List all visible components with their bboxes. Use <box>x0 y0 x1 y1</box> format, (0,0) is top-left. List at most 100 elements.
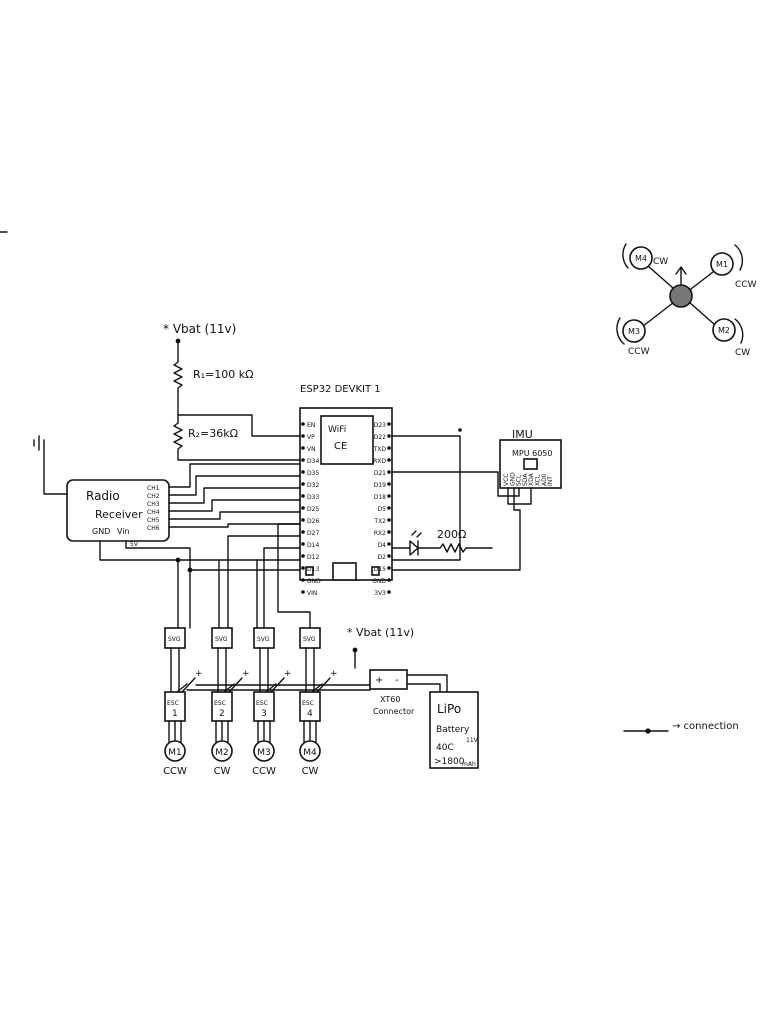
esc-number: 4 <box>307 709 313 719</box>
esp32-pin-label: D4 <box>378 542 387 549</box>
esc-signal-label: SVG <box>303 636 316 643</box>
motor-2 <box>211 740 233 762</box>
ch3-wire <box>168 487 301 504</box>
esp32-pin-label: D15 <box>374 566 386 573</box>
esp32-pin-d2 <box>387 554 391 558</box>
esp32-pin-d13 <box>301 566 305 570</box>
esp32-pin-d26 <box>301 518 305 522</box>
quad-motor-direction: CCW <box>628 347 650 357</box>
esp32-pin-label: D13 <box>307 566 319 573</box>
esc-number: 2 <box>219 709 225 719</box>
esp32-pin-d32 <box>301 482 305 486</box>
esp32-pin-label: GND <box>372 578 386 585</box>
motor-direction: CCW <box>163 766 187 777</box>
ch1-wire <box>168 463 301 488</box>
led-light-icon <box>411 530 422 538</box>
esp32-pin-d34 <box>301 458 305 462</box>
xt60-minus: - <box>395 675 399 686</box>
esp32-pin-d23 <box>387 422 391 426</box>
imu-pin-label: XDA <box>528 472 535 486</box>
vbat-top-label: * Vbat (11v) <box>163 322 236 336</box>
quad-motor-direction: CW <box>653 257 668 267</box>
esc-plus-sign: + <box>284 669 292 679</box>
quad-motor-label: M1 <box>716 260 728 269</box>
imu-title: IMU <box>512 428 533 441</box>
esc-label: ESC <box>167 700 179 707</box>
quad-motor-direction: CCW <box>735 280 757 290</box>
radio-channel-label: CH3 <box>147 501 160 508</box>
quad-center-body <box>669 284 693 308</box>
esp32-pin-label: GND <box>307 578 321 585</box>
rotation-arrow-icon <box>734 244 744 271</box>
esp32-pin-label: VN <box>307 446 316 453</box>
ch2-wire <box>168 475 301 496</box>
esp32-pin-label: D23 <box>374 422 386 429</box>
esp32-title: ESP32 DEVKIT 1 <box>300 384 381 395</box>
quad-motor-label: M3 <box>628 327 640 336</box>
esp32-pin-label: EN <box>307 422 315 429</box>
esc-plus-sign: + <box>195 669 203 679</box>
motor-leads <box>303 720 317 743</box>
battery-leads <box>406 674 448 693</box>
led-and-resistor <box>391 540 493 556</box>
quad-motor-m3 <box>622 319 646 343</box>
esp32-pin-label: D21 <box>374 470 386 477</box>
esc-row: SVGESC1+M1CCWSVGESC2+M2CWSVGESC3+M3CCWSV… <box>163 627 338 777</box>
esp32-pin-d14 <box>301 542 305 546</box>
esp32-pin-vin <box>301 590 305 594</box>
esp32-pin-label: D35 <box>307 470 319 477</box>
imu-chip-label: MPU 6050 <box>512 449 552 458</box>
esp32-pin-label: RX2 <box>374 530 386 537</box>
lipo-capacity: >1800 <box>434 757 465 767</box>
esc4-signal-wire <box>277 523 311 629</box>
esp32-pin-label: D2 <box>378 554 387 561</box>
esp32-pin-label: VIN <box>307 590 317 597</box>
esc1-signal-wire <box>227 535 301 629</box>
imu-scl-wire <box>391 435 461 561</box>
esp32-ce-label: CE <box>334 441 347 452</box>
radio-channel-label: CH4 <box>147 509 160 516</box>
receiver-gnd-wire <box>99 540 301 561</box>
esc-power-leads <box>176 677 196 693</box>
imu-vcc-gnd-wires <box>507 487 532 505</box>
motor-label: M3 <box>257 748 271 758</box>
esp32-pin-d15 <box>387 566 391 570</box>
resistor-r1 <box>173 340 183 416</box>
r1-label: R₁=100 kΩ <box>193 368 254 381</box>
esp32-pin-label: D5 <box>378 506 387 513</box>
quad-motor-direction: CW <box>735 348 750 358</box>
led-resistor-label: 200Ω <box>437 528 466 541</box>
esp32-pin-label: 3V3 <box>374 590 386 597</box>
xt60-connector <box>369 669 408 690</box>
quad-motor-m1 <box>710 252 734 276</box>
esp32-pin-tx2 <box>387 518 391 522</box>
esc-number: 3 <box>261 709 267 719</box>
esp32-pin-label: TX2 <box>373 518 386 525</box>
esc-signal-connector <box>164 627 186 649</box>
esp32-pin-d18 <box>387 494 391 498</box>
motor-leads <box>215 720 229 743</box>
radio-title: Radio <box>86 489 120 503</box>
esp32-pin-rx2 <box>387 530 391 534</box>
imu-pin-label: VCC <box>503 474 510 486</box>
lipo-unit: mAh <box>462 761 476 768</box>
rotation-arrow-icon <box>734 318 744 344</box>
antenna-icon <box>33 435 45 451</box>
receiver-vin-wire <box>125 540 301 571</box>
vp-wire <box>177 414 301 437</box>
esp32-pin-d4 <box>387 542 391 546</box>
ch6-wire <box>168 523 301 528</box>
esp32-pin-d5 <box>387 506 391 510</box>
esp32-pin-d35 <box>301 470 305 474</box>
radio-channel-label: CH5 <box>147 517 160 524</box>
imu-pin-label: AD0 <box>541 473 548 486</box>
esp32-pin-label: D22 <box>374 434 386 441</box>
motor-label: M1 <box>168 748 182 758</box>
esc-plus-sign: + <box>330 669 338 679</box>
imu-pin-label: SCL <box>516 474 523 486</box>
esc-number: 1 <box>172 709 178 719</box>
esp32-pin-vn <box>301 446 305 450</box>
esp32-pin-label: D27 <box>307 530 319 537</box>
